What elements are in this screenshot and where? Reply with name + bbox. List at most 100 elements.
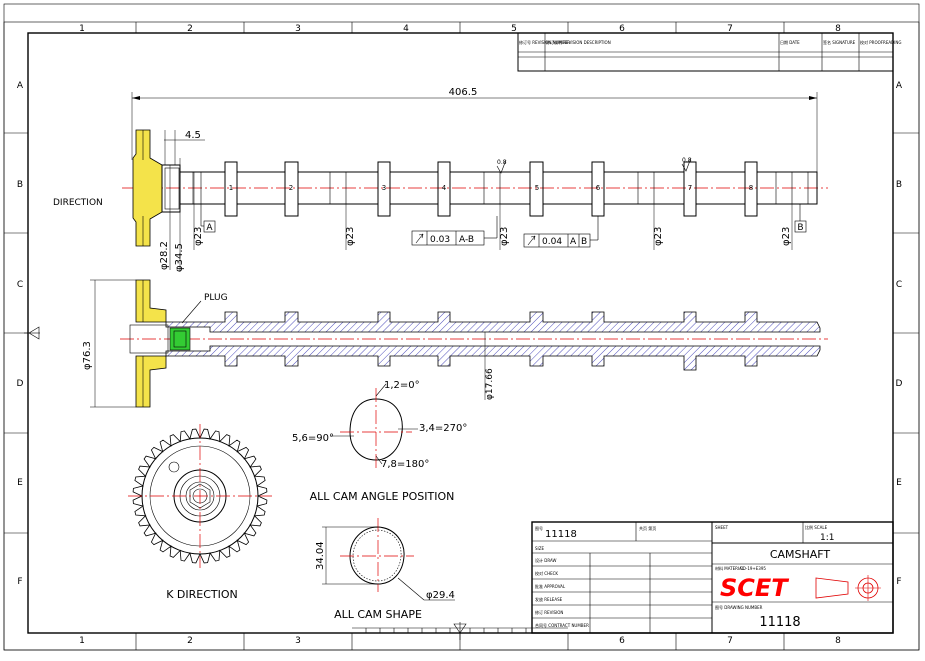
- plug-label: PLUG: [204, 293, 228, 303]
- row-labels-right: A B C D E F: [896, 81, 903, 587]
- dim-d23-1: φ23: [193, 227, 204, 246]
- cam-number-2: 2: [289, 184, 293, 192]
- flange-gear: [132, 129, 163, 247]
- col-label-7: 7: [727, 24, 733, 34]
- revision-signature-header: 签名 SIGNATURE: [823, 39, 856, 45]
- row-label-a: A: [17, 81, 24, 91]
- col-label-bottom-7: 7: [727, 636, 733, 646]
- col-label-2: 2: [187, 24, 193, 34]
- flange-width-dim: 4.5: [185, 130, 201, 141]
- row-label-b: B: [17, 180, 23, 190]
- cam-profile-shape: [349, 526, 405, 585]
- tb-sheet-label: SHEET: [715, 525, 729, 530]
- revision-number-header: 修订号 REVISION NUMBER: [519, 39, 570, 45]
- cam-angle-title: ALL CAM ANGLE POSITION: [310, 490, 455, 503]
- revision-description-header: 修订说明 REVISION DESCRIPTION: [546, 39, 611, 45]
- cam-number-6: 6: [596, 184, 601, 192]
- overall-length-dim: 406.5: [449, 87, 478, 98]
- k-direction-label: K DIRECTION: [166, 588, 238, 601]
- col-label-bottom-3: 3: [295, 636, 301, 646]
- dim-d23-5: φ23: [781, 227, 792, 246]
- cam-shape-title: ALL CAM SHAPE: [334, 608, 422, 621]
- zone-ticks: [4, 22, 919, 650]
- col-label-4: 4: [403, 24, 409, 34]
- revision-block: 修订号 REVISION NUMBER 修订说明 REVISION DESCRI…: [517, 32, 901, 72]
- sheet-edge: [3, 3, 920, 651]
- tb-approval-label: 批准 APPROVAL: [535, 583, 566, 589]
- cam-shape-diagram: 34.04 φ29.4 ALL CAM SHAPE: [315, 518, 455, 621]
- camshaft-section-view: PLUG φ76.3 φ17.66: [82, 279, 828, 408]
- tb-material-label: 材料 MATERIAL: [715, 565, 745, 571]
- dim-d34-5: φ34.5: [174, 243, 185, 272]
- tb-drawing-number-value: 11118: [759, 615, 800, 630]
- camshaft-side-view: 406.5 4.5: [53, 87, 828, 272]
- cam-number-4: 4: [442, 184, 447, 192]
- datum-b-box: [794, 220, 807, 233]
- roughness-symbol-icon-2: [681, 157, 692, 172]
- tb-revision-label: 修订 REVISION: [535, 609, 563, 615]
- dim-d28-2: φ28.2: [159, 241, 170, 270]
- tb-drawing-number-label: 图号 DRAWING NUMBER: [715, 604, 763, 610]
- tolerance-1-datum: A-B: [459, 235, 474, 245]
- plug: [169, 327, 191, 351]
- row-labels-left: A B C D E F: [17, 81, 24, 587]
- angle-label-bottom: 7,8=180°: [381, 459, 429, 470]
- roughness-value-1: 0.8: [497, 159, 507, 166]
- runout-tolerance-frame-1: 0.03 A-B: [411, 216, 498, 246]
- row-label-e: E: [17, 478, 23, 488]
- row-label-right-a: A: [896, 81, 903, 91]
- tb-contract-label: 合同号 CONTRACT NUMBER: [535, 622, 589, 628]
- row-label-right-b: B: [896, 180, 902, 190]
- cam-lobe-5: [529, 161, 544, 217]
- dim-d23-2: φ23: [345, 227, 356, 246]
- angle-label-right: 3,4=270°: [419, 423, 467, 434]
- row-label-c: C: [17, 280, 23, 290]
- angle-label-left: 5,6=90°: [292, 433, 334, 444]
- col-label-bottom-2: 2: [187, 636, 193, 646]
- tb-number-value: 11118: [545, 529, 577, 540]
- tb-number-label: 图号: [535, 525, 543, 531]
- col-label-8: 8: [835, 24, 841, 34]
- cam-number-8: 8: [749, 184, 753, 192]
- dim-d29-4: φ29.4: [426, 590, 455, 601]
- row-label-right-f: F: [896, 577, 901, 587]
- tb-release-label: 发放 RELEASE: [535, 596, 563, 602]
- col-label-5: 5: [511, 24, 517, 34]
- title-block: 图号 11118 共页 第页 SIZE 设计 DRAW 校对 CHECK 批准 …: [531, 521, 894, 634]
- tolerance-2-value: 0.04: [542, 237, 562, 247]
- tb-check-label: 校对 CHECK: [535, 570, 558, 576]
- dim-d76-3: φ76.3: [82, 341, 93, 370]
- row-label-f: F: [17, 577, 22, 587]
- dim-h34-04: 34.04: [315, 541, 326, 570]
- tolerance-2-datum2: B: [581, 237, 587, 247]
- col-label-6: 6: [619, 24, 625, 34]
- k-direction-gear: K DIRECTION: [128, 424, 272, 601]
- section-lower-wall: [165, 345, 821, 371]
- tb-draw-label: 设计 DRAW: [535, 557, 556, 563]
- roughness-symbol-icon: [496, 159, 507, 174]
- col-label-bottom-8: 8: [835, 636, 841, 646]
- row-label-right-e: E: [896, 478, 902, 488]
- cone-symbol-icon: [815, 577, 849, 599]
- tb-size-label: SIZE: [535, 546, 544, 551]
- cam-angle-diagram: 1,2=0° 3,4=270° 5,6=90° 7,8=180° ALL CAM…: [292, 380, 467, 503]
- tolerance-1-value: 0.03: [430, 235, 450, 245]
- revision-date-header: 日期 DATE: [780, 39, 800, 45]
- col-label-bottom-6: 6: [619, 636, 625, 646]
- row-label-right-c: C: [896, 280, 902, 290]
- runout-tolerance-frame-2: 0.04 A B: [523, 216, 599, 248]
- cam-number-5: 5: [535, 184, 539, 192]
- cam-number-7: 7: [688, 184, 692, 192]
- runout-arrow-icon: [415, 233, 424, 244]
- section-upper-wall: [165, 311, 821, 333]
- cam-lobe-2: [284, 161, 299, 217]
- col-label-1: 1: [79, 24, 85, 34]
- cam-lobe-4: [437, 161, 451, 217]
- datum-b-label: B: [797, 223, 803, 233]
- dowel-hole: [168, 461, 180, 473]
- cam-number-3: 3: [382, 184, 386, 192]
- datum-a-box: [203, 220, 216, 233]
- tb-part-name: CAMSHAFT: [770, 548, 831, 561]
- tb-logo: SCET: [720, 574, 789, 602]
